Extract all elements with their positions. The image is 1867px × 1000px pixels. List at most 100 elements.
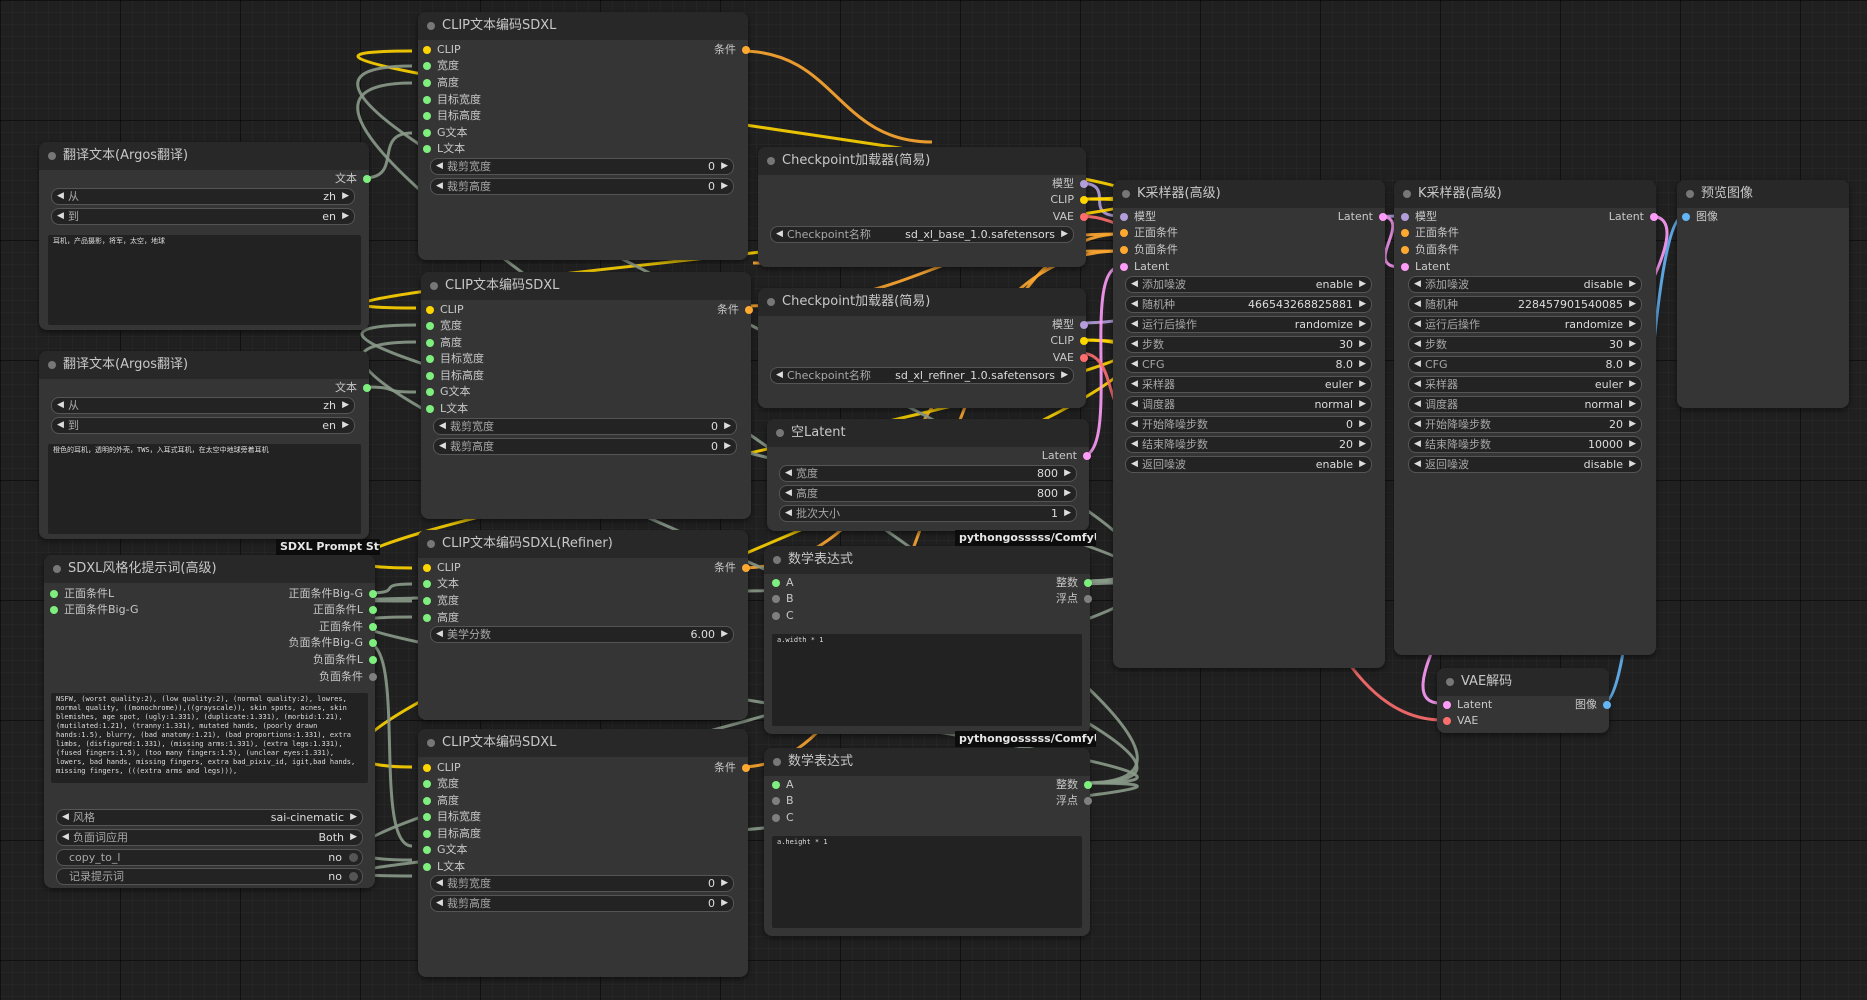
output-latent[interactable]: Latent (1338, 210, 1387, 224)
output-conditioning[interactable]: 条件 (717, 303, 753, 317)
input-width[interactable]: 宽度 (423, 777, 459, 791)
input-latent[interactable]: Latent (1443, 698, 1492, 712)
node-title[interactable]: SDXL风格化提示词(高级) (44, 555, 375, 583)
output-vae[interactable]: VAE (1053, 351, 1088, 365)
output-text[interactable]: 文本 (335, 172, 371, 186)
node-clip-text-encode-sdxl-3[interactable]: CLIP文本编码SDXL CLIP 宽度 高度 目标宽度 目标高度 G文本 L文… (418, 729, 750, 977)
node-title[interactable]: K采样器(高级) (1113, 180, 1385, 208)
input-a[interactable]: A (772, 778, 794, 792)
collapse-dot[interactable] (767, 157, 775, 165)
node-vae-decode[interactable]: VAE解码 Latent VAE 图像 (1437, 668, 1611, 733)
input-target-width[interactable]: 目标宽度 (423, 810, 481, 824)
collapse-dot[interactable] (48, 361, 56, 369)
node-clip-text-encode-sdxl-1[interactable]: CLIP文本编码SDXL CLIP 宽度 高度 目标宽度 目标高度 G文本 L文… (418, 12, 750, 260)
input-positive-l[interactable]: 正面条件L (50, 587, 114, 601)
collapse-dot[interactable] (48, 152, 56, 160)
node-title[interactable]: 空Latent (767, 419, 1089, 447)
input-target-height[interactable]: 目标高度 (423, 109, 481, 123)
collapse-dot[interactable] (53, 565, 61, 573)
input-negative[interactable]: 负面条件 (1401, 243, 1459, 257)
input-width[interactable]: 宽度 (426, 319, 462, 333)
output-image[interactable]: 图像 (1575, 698, 1611, 712)
input-text[interactable]: 文本 (423, 577, 459, 591)
input-height[interactable]: 高度 (423, 76, 459, 90)
output-text[interactable]: 文本 (335, 381, 371, 395)
output-conditioning[interactable]: 条件 (714, 761, 750, 775)
input-width[interactable]: 宽度 (423, 59, 459, 73)
output-model[interactable]: 模型 (1052, 318, 1088, 332)
negative-prompt-text-area[interactable]: NSFW, (worst quality:2), (low quality:2)… (51, 693, 368, 783)
node-clip-text-encode-sdxl-2[interactable]: CLIP文本编码SDXL CLIP 宽度 高度 目标宽度 目标高度 G文本 L文… (421, 272, 753, 519)
input-width[interactable]: 宽度 (423, 594, 459, 608)
node-title[interactable]: 翻译文本(Argos翻译) (39, 142, 369, 170)
node-ksampler-advanced-2[interactable]: K采样器(高级) 模型 正面条件 负面条件 Latent Latent ◀添加噪… (1394, 180, 1658, 655)
output-negative-l[interactable]: 负面条件L (313, 653, 377, 667)
input-target-width[interactable]: 目标宽度 (423, 93, 481, 107)
input-l-text[interactable]: L文本 (426, 402, 468, 416)
output-int[interactable]: 整数 (1056, 778, 1092, 792)
node-title[interactable]: 数学表达式 (764, 546, 1090, 574)
node-math-expression-2[interactable]: 数学表达式 A B C 整数 浮点 a.height * 1 (764, 748, 1092, 936)
input-g-text[interactable]: G文本 (423, 126, 468, 140)
collapse-dot[interactable] (427, 540, 435, 548)
node-sdxl-prompt-styler[interactable]: SDXL风格化提示词(高级) 正面条件L 正面条件Big-G 正面条件Big-G… (44, 555, 377, 888)
input-clip[interactable]: CLIP (423, 761, 461, 775)
input-clip[interactable]: CLIP (423, 561, 461, 575)
input-negative[interactable]: 负面条件 (1120, 243, 1178, 257)
output-clip[interactable]: CLIP (1050, 334, 1088, 348)
input-latent[interactable]: Latent (1120, 260, 1169, 274)
output-negative-big-g[interactable]: 负面条件Big-G (289, 636, 377, 650)
node-title[interactable]: CLIP文本编码SDXL(Refiner) (418, 530, 748, 558)
input-g-text[interactable]: G文本 (423, 843, 468, 857)
node-title[interactable]: CLIP文本编码SDXL (418, 729, 748, 757)
node-checkpoint-loader-refiner[interactable]: Checkpoint加载器(简易) 模型 CLIP VAE ◀Checkpoin… (758, 288, 1088, 408)
input-vae[interactable]: VAE (1443, 714, 1478, 728)
input-model[interactable]: 模型 (1120, 210, 1156, 224)
output-float[interactable]: 浮点 (1056, 794, 1092, 808)
input-c[interactable]: C (772, 609, 794, 623)
node-title[interactable]: VAE解码 (1437, 668, 1609, 696)
node-title[interactable]: Checkpoint加载器(简易) (758, 288, 1086, 316)
input-b[interactable]: B (772, 794, 794, 808)
input-positive[interactable]: 正面条件 (1401, 226, 1459, 240)
input-height[interactable]: 高度 (423, 794, 459, 808)
output-model[interactable]: 模型 (1052, 177, 1088, 191)
node-math-expression-1[interactable]: 数学表达式 A B C 整数 浮点 a.width * 1 (764, 546, 1092, 734)
collapse-dot[interactable] (767, 298, 775, 306)
input-latent[interactable]: Latent (1401, 260, 1450, 274)
input-positive[interactable]: 正面条件 (1120, 226, 1178, 240)
output-positive-big-g[interactable]: 正面条件Big-G (289, 587, 377, 601)
collapse-dot[interactable] (773, 556, 781, 564)
output-int[interactable]: 整数 (1056, 576, 1092, 590)
node-checkpoint-loader-base[interactable]: Checkpoint加载器(简易) 模型 CLIP VAE ◀Checkpoin… (758, 147, 1088, 267)
input-positive-big-g[interactable]: 正面条件Big-G (50, 603, 138, 617)
source-text-area[interactable]: 橙色的耳机，透明的外壳，TWS，入耳式耳机，在太空中地球旁着耳机 (48, 444, 361, 534)
collapse-dot[interactable] (1686, 190, 1694, 198)
collapse-dot[interactable] (776, 429, 784, 437)
expression-text-area[interactable]: a.width * 1 (772, 634, 1082, 726)
output-negative[interactable]: 负面条件 (319, 670, 377, 684)
collapse-dot[interactable] (773, 758, 781, 766)
node-title[interactable]: CLIP文本编码SDXL (421, 272, 751, 300)
